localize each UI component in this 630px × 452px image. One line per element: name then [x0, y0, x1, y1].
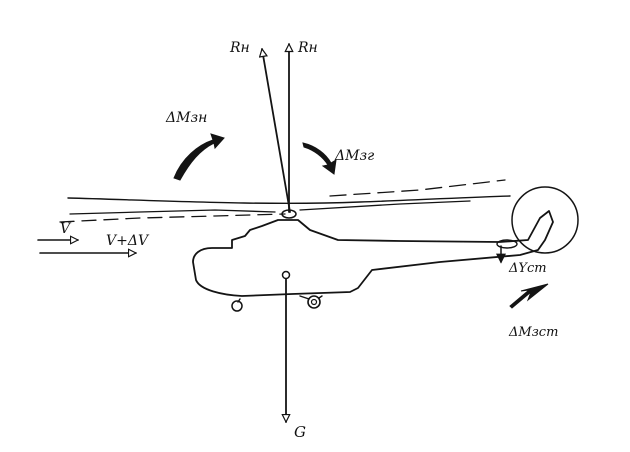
tail-moment-arrow: [509, 283, 549, 309]
helicopter-body: [192, 186, 579, 312]
label-g: G: [294, 423, 306, 441]
label-dm-zg: ΔMзг: [334, 148, 374, 164]
label-r-vertical: Rн: [297, 40, 318, 56]
rotor-thrust-tilted-arrow: [262, 49, 291, 213]
label-dm-z-tail: ΔMзст: [508, 325, 558, 340]
label-dy-tail: ΔYст: [508, 261, 547, 276]
rotor-disc: [59, 179, 511, 223]
label-v: V: [60, 221, 72, 237]
label-v-plus-dv: V+ΔV: [106, 233, 150, 249]
moment-dm-zn-arrow: [173, 133, 225, 181]
label-r-tilted: Rн: [229, 40, 250, 56]
label-dm-zn: ΔMзн: [165, 110, 207, 126]
moment-dm-zg-arrow: [302, 142, 337, 175]
